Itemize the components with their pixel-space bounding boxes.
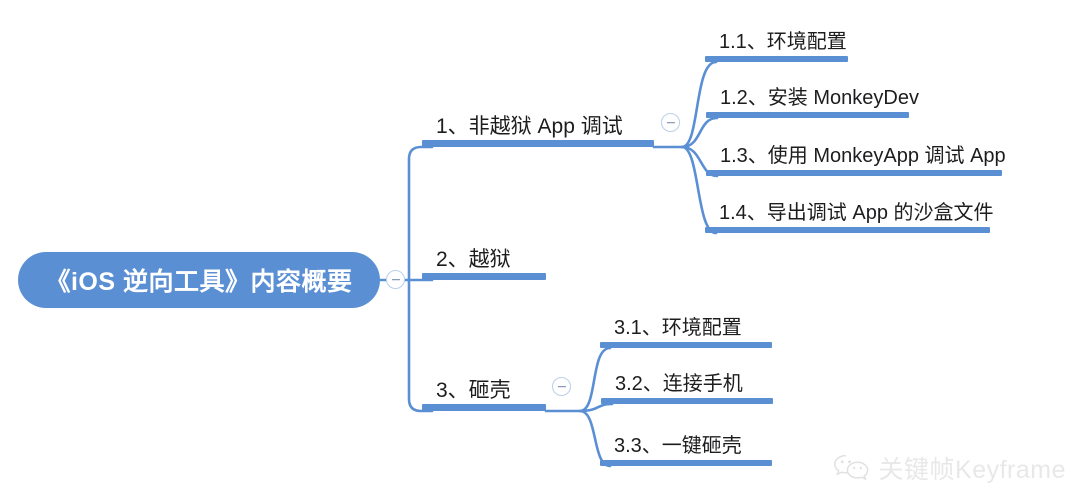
topic-label-3-2: 3.2、连接手机 [615,373,743,395]
watermark-text: 关键帧Keyframe [878,456,1066,484]
topic-node-1-1[interactable]: 1.1、环境配置 [705,26,848,62]
topic-node-1[interactable]: 1、非越狱 App 调试 [422,108,654,147]
topic-node-1-3[interactable]: 1.3、使用 MonkeyApp 调试 App [706,140,1006,176]
topic-bar-1-3 [706,170,1002,176]
wechat-icon [833,454,868,481]
topic-label-1: 1、非越狱 App 调试 [436,115,623,138]
topic-label-1-4: 1.4、导出调试 App 的沙盒文件 [719,202,994,224]
root-label: 《iOS 逆向工具》内容概要 [45,268,353,296]
topic-bar-1 [422,140,654,147]
topic-node-3-2[interactable]: 3.2、连接手机 [601,368,773,404]
topic-bar-2 [422,273,546,280]
topic-node-3[interactable]: 3、砸壳 [422,372,546,411]
topic-bar-3-1 [600,342,772,348]
topic-label-3-3: 3.3、一键砸壳 [614,435,742,457]
topic-label-1-2: 1.2、安装 MonkeyDev [720,87,919,109]
topic-node-1-4[interactable]: 1.4、导出调试 App 的沙盒文件 [705,197,994,233]
topic-node-1-2[interactable]: 1.2、安装 MonkeyDev [706,82,919,118]
topic-label-3: 3、砸壳 [436,379,511,402]
watermark: 关键帧Keyframe [833,450,1066,486]
topic-label-1-1: 1.1、环境配置 [719,31,847,53]
toggle-root[interactable] [386,270,405,289]
topic-bar-1-4 [705,227,990,233]
topic-bar-1-2 [706,112,909,118]
connector-b3-to-c32 [578,402,614,413]
topic-label-2: 2、越狱 [436,248,511,271]
topic-node-3-3[interactable]: 3.3、一键砸壳 [600,430,772,466]
topic-node-3-1[interactable]: 3.1、环境配置 [600,312,772,348]
topic-bar-3-2 [601,398,773,404]
topic-bar-1-1 [705,56,848,62]
topic-bar-3-3 [600,460,772,466]
toggle-topic-1[interactable] [661,113,680,132]
root-node[interactable]: 《iOS 逆向工具》内容概要 [18,252,380,308]
topic-label-3-1: 3.1、环境配置 [614,317,742,339]
toggle-topic-3[interactable] [552,377,571,396]
topic-node-2[interactable]: 2、越狱 [422,241,546,280]
topic-bar-3 [422,404,546,411]
topic-label-1-3: 1.3、使用 MonkeyApp 调试 App [720,145,1006,167]
